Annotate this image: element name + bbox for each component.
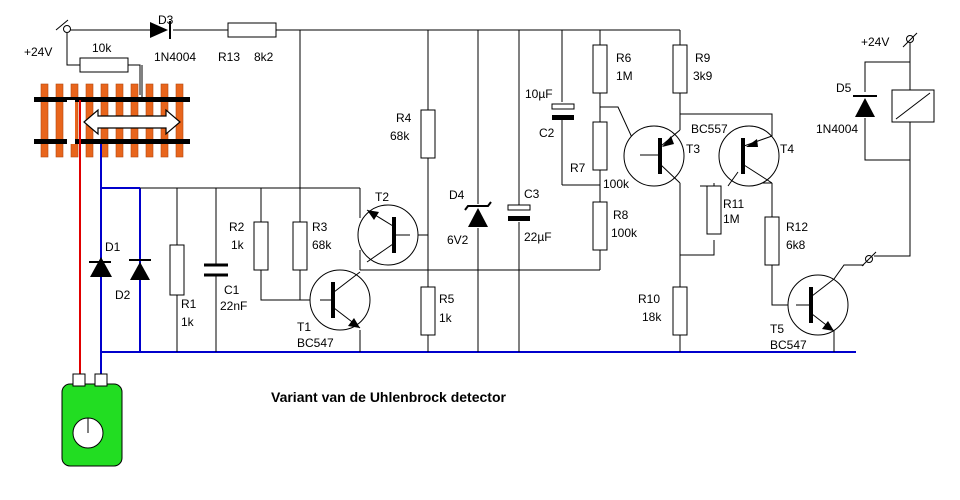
t1-label: T1 — [297, 320, 311, 334]
resistor-r1 — [169, 244, 185, 296]
d4-value: 6V2 — [447, 233, 469, 247]
resistor-r6 — [592, 44, 608, 94]
diagram-caption: Variant van de Uhlenbrock detector — [271, 389, 507, 405]
r13-value: 8k2 — [254, 50, 274, 64]
supply-terminal-left — [55, 19, 71, 33]
r2-label: R2 — [229, 220, 245, 234]
r9-value: 3k9 — [693, 69, 713, 83]
diode-d2 — [129, 259, 151, 280]
r7-value: 100k — [603, 177, 630, 191]
supply-terminal-right — [902, 32, 918, 48]
r3-label: R3 — [312, 220, 328, 234]
d5-type: 1N4004 — [816, 122, 858, 136]
resistor-r12 — [764, 216, 780, 266]
resistor-r8 — [592, 201, 608, 251]
r1-value: 1k — [181, 315, 195, 329]
c3-label: C3 — [524, 187, 540, 201]
r5-label: R5 — [439, 292, 455, 306]
r12-value: 6k8 — [786, 238, 806, 252]
t3-type: BC557 — [691, 122, 728, 136]
resistor-r3 — [292, 221, 308, 271]
d5-label: D5 — [836, 81, 852, 95]
supply-left-label: +24V — [24, 45, 52, 59]
c3-value: 22µF — [524, 230, 552, 244]
r13-label: R13 — [218, 50, 240, 64]
capacitor-c2 — [551, 103, 575, 120]
r11-value: 1M — [723, 212, 740, 226]
r12-label: R12 — [786, 220, 808, 234]
d1-label: D1 — [105, 240, 121, 254]
transistor-t2 — [357, 204, 419, 266]
d3-type-label: 1N4004 — [154, 50, 196, 64]
r10-value: 18k — [642, 310, 662, 324]
t4-label: T4 — [780, 142, 794, 156]
d3-label: D3 — [158, 13, 174, 27]
r11-label: R11 — [723, 197, 744, 211]
capacitor-c1 — [204, 263, 228, 277]
r6-label: R6 — [616, 51, 632, 65]
wires-right — [561, 42, 911, 352]
diode-d3 — [150, 21, 171, 39]
track-section-arrow — [83, 108, 181, 136]
t3-label: T3 — [686, 142, 700, 156]
t5-type: BC547 — [770, 338, 807, 352]
resistor-r5 — [420, 286, 436, 336]
r7-label: R7 — [570, 161, 586, 175]
resistor-r4 — [420, 109, 436, 159]
transistor-t5 — [787, 274, 849, 336]
wires-middle-left — [140, 30, 600, 352]
r3-value: 68k — [312, 238, 332, 252]
diode-d1 — [89, 257, 112, 277]
r10-label: R10 — [638, 292, 660, 306]
resistor-10k — [79, 57, 129, 73]
track-sensor-lamp — [61, 373, 123, 467]
output-terminal — [861, 251, 877, 267]
zener-d4 — [464, 201, 492, 227]
r6-value: 1M — [616, 69, 633, 83]
c2-label: C2 — [539, 126, 555, 140]
r1-label: R1 — [181, 297, 197, 311]
resistor-r7 — [592, 121, 608, 171]
r9-label: R9 — [695, 51, 711, 65]
r10k-label: 10k — [92, 41, 112, 55]
resistor-r9 — [672, 44, 688, 94]
c1-label: C1 — [224, 283, 240, 297]
r2-value: 1k — [231, 238, 245, 252]
r8-value: 100k — [611, 226, 638, 240]
t5-label: T5 — [770, 322, 784, 336]
t2-label: T2 — [375, 190, 389, 204]
capacitor-c3 — [507, 204, 531, 221]
resistor-r13 — [227, 22, 277, 38]
resistor-r10 — [672, 286, 688, 336]
transistor-t4 — [718, 125, 780, 187]
transistor-t1 — [309, 269, 371, 331]
relay-coil — [891, 89, 935, 123]
resistor-r2 — [253, 221, 269, 271]
diode-d5 — [853, 95, 877, 117]
d4-label: D4 — [449, 188, 465, 202]
t1-type: BC547 — [297, 336, 334, 350]
d2-label: D2 — [115, 288, 131, 302]
supply-right-label: +24V — [861, 35, 889, 49]
c2-value: 10µF — [525, 87, 553, 101]
r4-label: R4 — [396, 111, 412, 125]
transistor-t3 — [623, 125, 685, 187]
r8-label: R8 — [613, 208, 629, 222]
resistor-r11 — [706, 185, 722, 235]
c1-value: 22nF — [220, 299, 247, 313]
r4-value: 68k — [390, 129, 410, 143]
r5-value: 1k — [439, 311, 453, 325]
